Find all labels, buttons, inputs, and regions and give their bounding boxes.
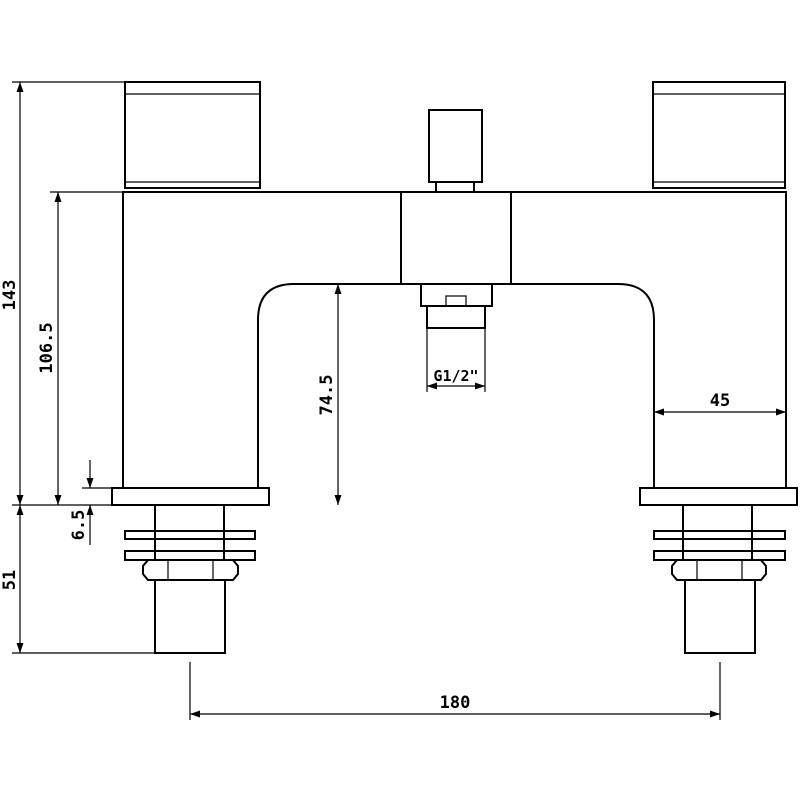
label-centres: 180 <box>440 693 471 713</box>
label-outlet-thread: G1/2" <box>433 367 478 385</box>
label-spout-height: 74.5 <box>317 375 337 416</box>
dimension-body-height: 106.5 <box>37 191 123 505</box>
right-base-assembly <box>639 487 798 654</box>
spout-outlet <box>420 283 493 329</box>
right-handle <box>652 81 786 189</box>
dimension-total-height: 143 <box>0 81 125 505</box>
tap-body <box>122 191 787 489</box>
diverter-knob <box>428 109 483 193</box>
label-shank-length: 51 <box>0 570 20 590</box>
dimension-body-depth: 45 <box>654 391 786 416</box>
dimension-shank-length: 51 <box>0 505 155 654</box>
dimension-outlet-thread: G1/2" <box>426 328 486 392</box>
dimension-spout-height: 74.5 <box>317 284 342 505</box>
label-body-height: 106.5 <box>37 322 57 373</box>
left-base-assembly <box>111 487 270 654</box>
left-handle <box>124 81 261 189</box>
label-total-height: 143 <box>0 280 20 311</box>
label-base-plate: 6.5 <box>69 510 89 541</box>
dimension-base-plate: 6.5 <box>12 460 155 545</box>
dimension-centres: 180 <box>189 662 721 720</box>
label-body-depth: 45 <box>710 391 730 411</box>
